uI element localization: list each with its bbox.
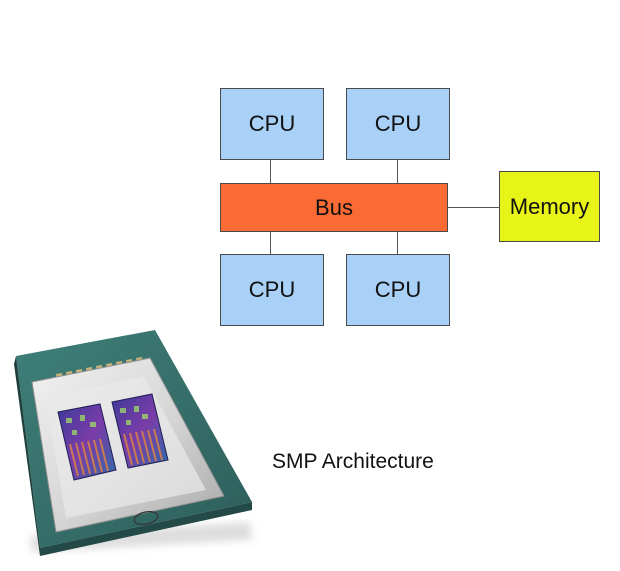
cpu-box-bottom-right: CPU: [346, 254, 450, 326]
memory-label: Memory: [509, 193, 590, 219]
memory-box: Memory: [499, 171, 600, 242]
cpu-box-bottom-left: CPU: [220, 254, 324, 326]
cpu-box-top-left: CPU: [220, 88, 324, 160]
cpu-label: CPU: [374, 111, 422, 136]
bus-memory-connector: [448, 207, 499, 208]
bus-box: Bus: [220, 183, 448, 232]
cpu4-bus-connector: [397, 232, 398, 255]
cpu-label: CPU: [248, 277, 296, 302]
cpu-box-top-right: CPU: [346, 88, 450, 160]
processor-chip-image: [14, 330, 252, 556]
cpu2-bus-connector: [397, 160, 398, 183]
bus-label: Bus: [315, 194, 353, 220]
cpu3-bus-connector: [270, 232, 271, 255]
cpu1-bus-connector: [270, 160, 271, 183]
cpu-label: CPU: [248, 111, 296, 136]
cpu-label: CPU: [374, 277, 422, 302]
diagram-caption: SMP Architecture: [272, 450, 434, 473]
